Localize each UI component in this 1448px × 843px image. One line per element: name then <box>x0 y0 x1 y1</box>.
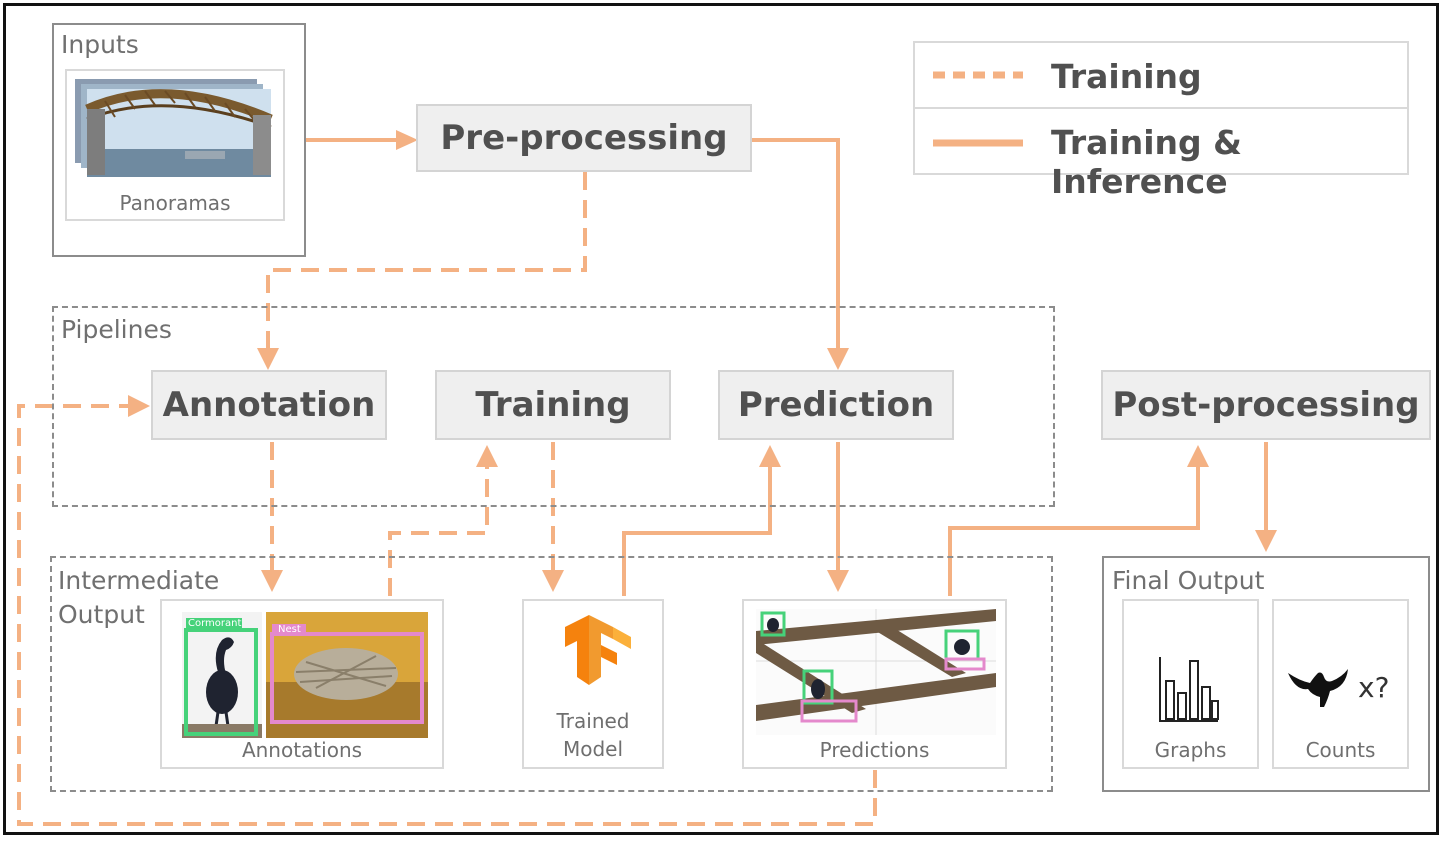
bridge-predictions-image <box>756 609 996 735</box>
cormorant-silhouette-icon <box>1288 669 1348 707</box>
legend-dashed-line <box>933 71 1023 79</box>
predictions-caption: Predictions <box>819 738 930 762</box>
legend-solid-line <box>933 139 1023 147</box>
panoramas-card: Panoramas <box>65 69 285 221</box>
inputs-panel: Inputs Panoramas <box>52 23 306 257</box>
model-caption-line2: Model <box>562 737 624 761</box>
model-caption-line1: Trained <box>556 709 630 733</box>
intermediate-output-panel: Intermediate Output <box>50 556 1053 792</box>
trained-model-card: Trained Model <box>522 599 664 769</box>
stage-training[interactable]: Training <box>435 370 671 440</box>
graphs-caption: Graphs <box>1154 738 1227 762</box>
counts-symbol: x? <box>1358 671 1390 704</box>
stage-preprocessing[interactable]: Pre-processing <box>416 104 752 172</box>
intermediate-title-line2: Output <box>58 600 145 629</box>
panoramas-caption: Panoramas <box>119 191 231 215</box>
counts-caption: Counts <box>1305 738 1376 762</box>
annotations-card: Cormorant Nest Annotations <box>160 599 444 769</box>
final-output-title: Final Output <box>1112 566 1265 595</box>
nest-tag: Nest <box>278 624 301 635</box>
legend-training-inference: Training & Inference <box>913 107 1409 201</box>
counts-card: x? Counts <box>1272 599 1409 769</box>
predictions-card: Predictions <box>742 599 1007 769</box>
legend-training-label: Training <box>1051 57 1202 96</box>
bridge-panorama-image <box>75 79 273 177</box>
pipelines-panel: Pipelines <box>52 306 1055 507</box>
nest-photo <box>266 612 428 738</box>
cormorant-tag: Cormorant <box>188 618 242 629</box>
legend-training: Training <box>913 41 1409 109</box>
graphs-card: Graphs <box>1122 599 1259 769</box>
cormorant-photo <box>182 612 262 738</box>
annotations-caption: Annotations <box>241 738 363 762</box>
stage-prediction[interactable]: Prediction <box>718 370 954 440</box>
inputs-title: Inputs <box>61 30 139 59</box>
pipelines-title: Pipelines <box>61 315 172 344</box>
stage-postprocessing[interactable]: Post-processing <box>1101 370 1431 440</box>
legend-training-inference-label: Training & Inference <box>1051 123 1242 201</box>
tensorflow-logo <box>565 615 631 685</box>
stage-annotation[interactable]: Annotation <box>151 370 387 440</box>
bar-chart-icon <box>1159 657 1219 722</box>
intermediate-title-line1: Intermediate <box>58 566 220 595</box>
